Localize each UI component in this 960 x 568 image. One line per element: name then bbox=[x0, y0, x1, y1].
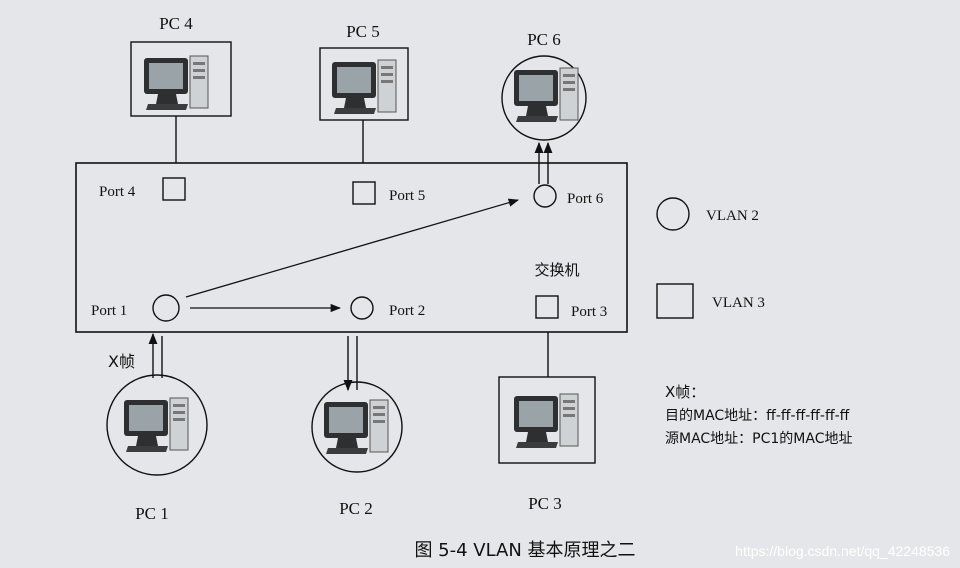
switch-box bbox=[75, 162, 628, 333]
pc1-label: PC 1 bbox=[135, 504, 169, 523]
legend: VLAN 2 VLAN 3 bbox=[656, 197, 765, 319]
pc4-node: PC 4 bbox=[130, 14, 232, 163]
pc5-label: PC 5 bbox=[346, 22, 380, 41]
pc6-vlan2-circle bbox=[501, 55, 587, 141]
port5-square bbox=[352, 181, 376, 205]
port6-circle bbox=[533, 184, 557, 208]
port1-circle bbox=[152, 294, 180, 322]
pc3-node: PC 3 bbox=[498, 332, 596, 513]
port2-circle bbox=[350, 296, 374, 320]
pc3-vlan3-square bbox=[498, 376, 596, 464]
computer-icon bbox=[123, 397, 189, 453]
legend-vlan3-square bbox=[656, 283, 694, 319]
computer-icon bbox=[331, 59, 397, 115]
port1-label: Port 1 bbox=[91, 303, 127, 319]
pc2-node: PC 2 bbox=[311, 336, 403, 518]
frame-note: X帧： 目的MAC地址：ff-ff-ff-ff-ff-ff 源MAC地址：PC1… bbox=[665, 383, 853, 447]
computer-icon bbox=[513, 393, 579, 449]
pc6-label: PC 6 bbox=[527, 30, 561, 49]
port3-label: Port 3 bbox=[571, 304, 607, 320]
computer-icon bbox=[143, 55, 209, 111]
pc5-node: PC 5 bbox=[319, 22, 409, 163]
switch-label: 交换机 bbox=[534, 261, 579, 279]
port6-label: Port 6 bbox=[567, 191, 604, 207]
pc2-label: PC 2 bbox=[339, 499, 373, 518]
port3-square bbox=[535, 295, 559, 319]
watermark: https://blog.csdn.net/qq_42248536 bbox=[735, 543, 950, 559]
legend-vlan2-label: VLAN 2 bbox=[706, 208, 759, 224]
legend-vlan2-circle bbox=[656, 197, 690, 231]
legend-vlan3-label: VLAN 3 bbox=[712, 295, 765, 311]
pc1-vlan2-circle bbox=[106, 374, 208, 476]
note-dest-mac: 目的MAC地址：ff-ff-ff-ff-ff-ff bbox=[665, 408, 850, 424]
pc1-node: X帧 PC 1 bbox=[106, 332, 208, 523]
pc2-vlan2-circle bbox=[311, 381, 403, 473]
note-title: X帧： bbox=[665, 383, 705, 401]
pc3-label: PC 3 bbox=[528, 494, 562, 513]
computer-icon bbox=[513, 67, 579, 123]
pc6-node: PC 6 bbox=[501, 30, 587, 184]
pc4-label: PC 4 bbox=[159, 14, 193, 33]
forward-arrow-port1-to-port6 bbox=[185, 198, 519, 298]
pc5-vlan3-square bbox=[319, 47, 409, 121]
figure-caption: 图 5-4 VLAN 基本原理之二 bbox=[414, 540, 635, 561]
port4-label: Port 4 bbox=[99, 184, 136, 200]
note-src-mac: 源MAC地址：PC1的MAC地址 bbox=[665, 431, 853, 447]
port4-square bbox=[162, 177, 186, 201]
pc4-vlan3-square bbox=[130, 41, 232, 117]
frame-label: X帧 bbox=[108, 352, 135, 371]
port5-label: Port 5 bbox=[389, 188, 425, 204]
port2-label: Port 2 bbox=[389, 303, 425, 319]
computer-icon bbox=[323, 399, 389, 455]
